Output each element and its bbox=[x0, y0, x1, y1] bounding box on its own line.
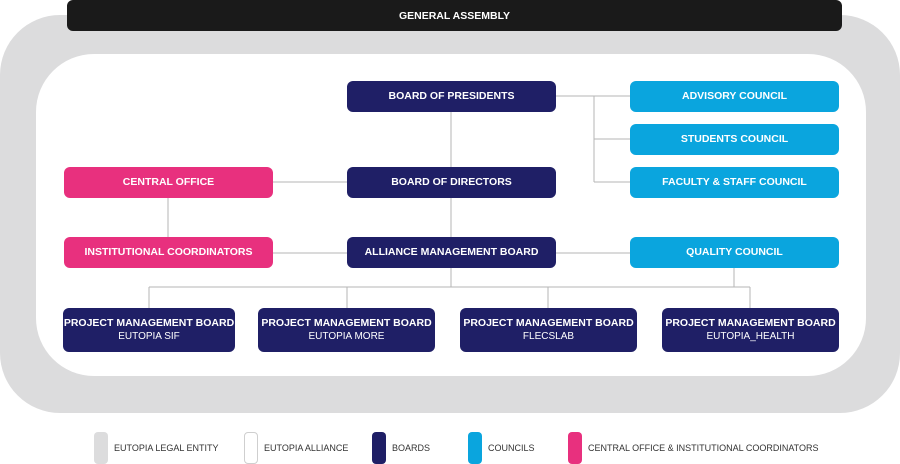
project-board-title: PROJECT MANAGEMENT BOARD bbox=[463, 317, 634, 330]
general-assembly-bar: GENERAL ASSEMBLY bbox=[67, 0, 842, 31]
legend-item-central: CENTRAL OFFICE & INSTITUTIONAL COORDINAT… bbox=[568, 432, 819, 464]
institutional-coordinators: INSTITUTIONAL COORDINATORS bbox=[64, 237, 273, 268]
project-board-eutopia-more: PROJECT MANAGEMENT BOARD EUTOPIA MORE bbox=[258, 308, 435, 352]
project-board-eutopia-sif: PROJECT MANAGEMENT BOARD EUTOPIA SIF bbox=[63, 308, 235, 352]
project-board-name: EUTOPIA_HEALTH bbox=[706, 331, 795, 343]
legend-swatch bbox=[94, 432, 108, 464]
legend-item-boards: BOARDS bbox=[372, 432, 430, 464]
legend-item-alliance: EUTOPIA ALLIANCE bbox=[244, 432, 348, 464]
students-council: STUDENTS COUNCIL bbox=[630, 124, 839, 155]
project-board-title: PROJECT MANAGEMENT BOARD bbox=[261, 317, 432, 330]
legend-item-councils: COUNCILS bbox=[468, 432, 535, 464]
legend-swatch bbox=[468, 432, 482, 464]
legend-label: EUTOPIA ALLIANCE bbox=[264, 443, 349, 453]
board-of-directors: BOARD OF DIRECTORS bbox=[347, 167, 556, 198]
project-board-eutopia-health: PROJECT MANAGEMENT BOARD EUTOPIA_HEALTH bbox=[662, 308, 839, 352]
legend-label: COUNCILS bbox=[488, 443, 535, 453]
legend-label: CENTRAL OFFICE & INSTITUTIONAL COORDINAT… bbox=[588, 443, 819, 453]
alliance-management-board: ALLIANCE MANAGEMENT BOARD bbox=[347, 237, 556, 268]
students-council-label: STUDENTS COUNCIL bbox=[680, 133, 789, 146]
faculty-staff-council-label: FACULTY & STAFF COUNCIL bbox=[662, 176, 807, 189]
alliance-management-board-label: ALLIANCE MANAGEMENT BOARD bbox=[364, 246, 539, 259]
project-board-name: EUTOPIA MORE bbox=[308, 331, 385, 343]
faculty-staff-council: FACULTY & STAFF COUNCIL bbox=[630, 167, 839, 198]
project-board-title: PROJECT MANAGEMENT BOARD bbox=[665, 317, 836, 330]
institutional-coordinators-label: INSTITUTIONAL COORDINATORS bbox=[84, 246, 253, 259]
project-board-title: PROJECT MANAGEMENT BOARD bbox=[63, 317, 235, 330]
quality-council: QUALITY COUNCIL bbox=[630, 237, 839, 268]
legend-swatch bbox=[568, 432, 582, 464]
advisory-council-label: ADVISORY COUNCIL bbox=[681, 90, 787, 103]
board-of-directors-label: BOARD OF DIRECTORS bbox=[391, 176, 512, 189]
legend-swatch bbox=[372, 432, 386, 464]
board-of-presidents-label: BOARD OF PRESIDENTS bbox=[388, 90, 515, 103]
legend-item-legal-entity: EUTOPIA LEGAL ENTITY bbox=[94, 432, 219, 464]
board-of-presidents: BOARD OF PRESIDENTS bbox=[347, 81, 556, 112]
advisory-council: ADVISORY COUNCIL bbox=[630, 81, 839, 112]
legend-label: BOARDS bbox=[392, 443, 431, 453]
central-office-label: CENTRAL OFFICE bbox=[122, 176, 215, 189]
quality-council-label: QUALITY COUNCIL bbox=[686, 246, 783, 259]
legend-label: EUTOPIA LEGAL ENTITY bbox=[114, 443, 219, 453]
project-board-name: FLECSLAB bbox=[522, 331, 575, 343]
central-office: CENTRAL OFFICE bbox=[64, 167, 273, 198]
legend-swatch bbox=[244, 432, 258, 464]
project-board-flecslab: PROJECT MANAGEMENT BOARD FLECSLAB bbox=[460, 308, 637, 352]
project-board-name: EUTOPIA SIF bbox=[118, 331, 180, 343]
